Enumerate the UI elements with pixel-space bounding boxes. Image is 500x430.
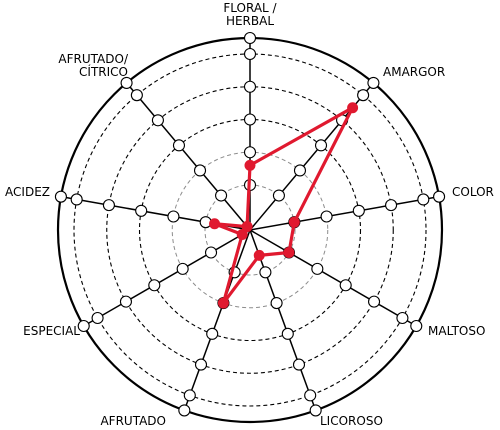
axis-node xyxy=(320,210,333,223)
series-layer xyxy=(209,102,359,309)
node-layer xyxy=(54,31,446,417)
series-point-4 xyxy=(253,249,265,261)
axis-line-2 xyxy=(249,195,440,231)
axis-label-line: AMARGOR xyxy=(383,65,446,79)
axis-node-outer xyxy=(433,190,446,203)
axis-node xyxy=(70,193,83,206)
axis-label-line: AFRUTADO xyxy=(100,414,166,428)
axis-label-line: FLORAL / xyxy=(223,1,277,15)
axis-label-5: AFRUTADO xyxy=(100,415,166,428)
axis-node xyxy=(172,139,186,152)
series-point-8 xyxy=(241,221,253,233)
axis-node xyxy=(259,266,272,279)
axis-label-line: MALTOSO xyxy=(428,324,486,338)
axis-line-3 xyxy=(249,229,417,327)
axis-line-5 xyxy=(183,229,251,411)
axis-label-6: ESPECIAL xyxy=(23,325,80,338)
axis-label-7: ACIDEZ xyxy=(5,186,50,199)
axis-node xyxy=(193,164,207,177)
axis-node xyxy=(293,164,307,177)
axis-node xyxy=(206,327,219,340)
axis-node xyxy=(243,146,257,159)
axis-node xyxy=(243,80,257,93)
axis-node xyxy=(368,295,381,308)
axis-node xyxy=(215,189,228,202)
axis-node xyxy=(167,210,180,223)
axis-label-0: FLORAL /HERBAL xyxy=(223,2,276,28)
axis-node xyxy=(176,262,189,275)
axis-label-line: CÍTRICO xyxy=(79,65,128,79)
axis-node xyxy=(91,311,104,325)
axis-node xyxy=(417,193,430,206)
axis-label-8: AFRUTADO/CÍTRICO xyxy=(58,53,128,79)
axis-node-outer xyxy=(309,404,322,417)
axis-label-4: LICOROSO xyxy=(320,415,383,428)
axis-node xyxy=(339,279,352,292)
axis-line-6 xyxy=(83,229,251,327)
axis-label-2: COLOR xyxy=(452,186,494,199)
axis-node xyxy=(281,327,294,340)
series-point-0 xyxy=(244,159,256,171)
axis-node-outer xyxy=(77,319,90,333)
axis-node xyxy=(204,246,218,259)
series-point-1 xyxy=(347,102,359,114)
axis-label-line: AFRUTADO/ xyxy=(58,52,128,66)
series-point-3 xyxy=(283,247,295,258)
series-point-5 xyxy=(217,297,229,309)
axis-label-line: HERBAL xyxy=(225,14,275,28)
axis-label-line: COLOR xyxy=(452,185,494,199)
axis-node xyxy=(352,204,365,217)
axis-label-1: AMARGOR xyxy=(383,66,445,79)
axis-node xyxy=(396,311,409,325)
axis-node-outer xyxy=(178,404,191,417)
axis-label-line: LICOROSO xyxy=(320,414,383,428)
axis-node xyxy=(272,189,285,202)
axis-node xyxy=(151,114,164,127)
series-point-7 xyxy=(209,218,221,230)
axis-node xyxy=(292,358,306,371)
axis-node-outer xyxy=(120,76,133,89)
axis-node xyxy=(102,199,115,212)
axis-node xyxy=(311,262,324,275)
axis-node-outer xyxy=(367,76,380,89)
axis-node xyxy=(243,47,257,61)
axis-label-3: MALTOSO xyxy=(428,325,485,338)
axis-line-8 xyxy=(126,82,251,231)
series-polygon-0 xyxy=(212,106,355,305)
axis-node xyxy=(304,389,317,402)
axis-node xyxy=(135,204,148,217)
axis-node xyxy=(357,89,370,102)
axis-label-line: ESPECIAL xyxy=(23,324,80,338)
axis-node xyxy=(148,279,161,292)
axis-node xyxy=(130,89,143,102)
axis-node xyxy=(314,139,328,152)
axis-node xyxy=(194,358,208,371)
axis-node xyxy=(270,297,283,310)
axis-node xyxy=(385,199,398,212)
series-point-2 xyxy=(288,216,300,228)
series-point-6 xyxy=(236,229,248,240)
axis-node xyxy=(119,295,132,308)
axis-node-outer xyxy=(410,319,423,333)
axis-node-outer xyxy=(54,190,67,203)
axis-node-outer xyxy=(243,31,257,45)
axis-node xyxy=(183,389,196,402)
axis-label-line: ACIDEZ xyxy=(5,185,50,199)
axis-node xyxy=(243,113,257,126)
